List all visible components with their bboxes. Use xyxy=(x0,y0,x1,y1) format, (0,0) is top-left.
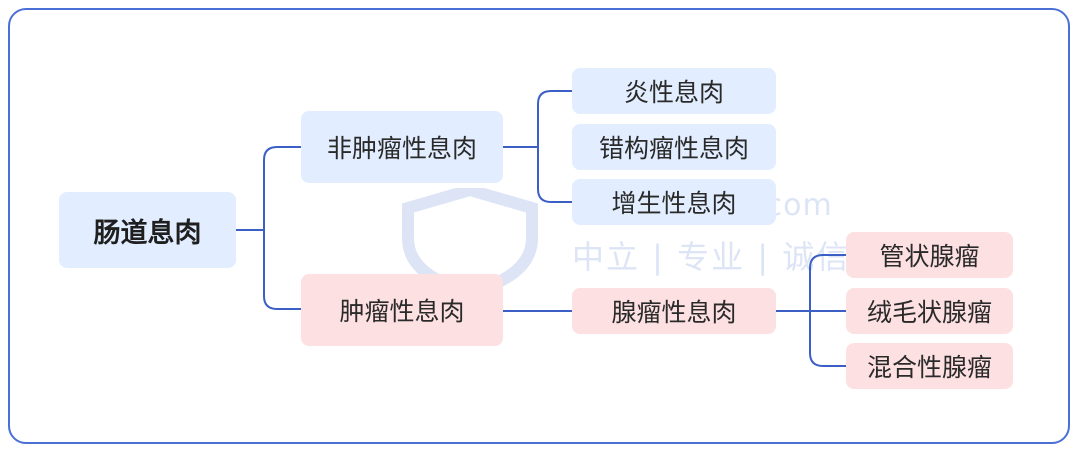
node-villous-adenoma: 绒毛状腺瘤 xyxy=(846,288,1013,334)
root-node: 肠道息肉 xyxy=(59,192,236,268)
node-label: 腺瘤性息肉 xyxy=(611,298,737,327)
node-label: 肿瘤性息肉 xyxy=(339,297,465,326)
node-mixed-adenoma: 混合性腺瘤 xyxy=(846,343,1013,389)
node-label: 管状腺瘤 xyxy=(879,242,980,271)
node-hamartomatous-polyp: 错构瘤性息肉 xyxy=(572,124,776,170)
node-inflammatory-polyp: 炎性息肉 xyxy=(572,68,776,114)
root-label: 肠道息肉 xyxy=(93,217,202,249)
node-hyperplastic-polyp: 增生性息肉 xyxy=(572,179,776,225)
node-non-neoplastic-polyp: 非肿瘤性息肉 xyxy=(301,111,503,183)
node-label: 错构瘤性息肉 xyxy=(598,134,749,163)
node-neoplastic-polyp: 肿瘤性息肉 xyxy=(301,274,503,346)
node-label: 炎性息肉 xyxy=(623,78,724,107)
node-tubular-adenoma: 管状腺瘤 xyxy=(846,232,1013,278)
node-label: 非肿瘤性息肉 xyxy=(326,134,477,163)
node-label: 绒毛状腺瘤 xyxy=(866,298,992,327)
node-label: 混合性腺瘤 xyxy=(866,353,992,382)
node-label: 增生性息肉 xyxy=(611,189,737,218)
node-adenomatous-polyp: 腺瘤性息肉 xyxy=(572,288,776,334)
